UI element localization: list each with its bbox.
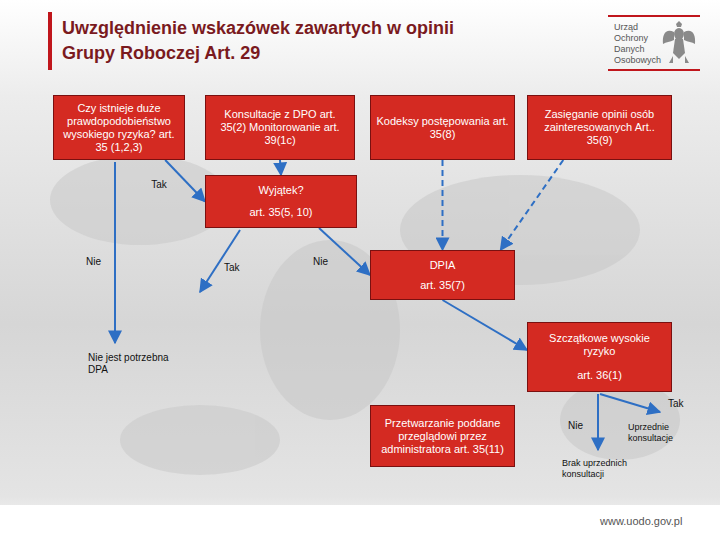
- title-bar: [48, 12, 52, 70]
- process-box: Czy istnieje duże prawdopodobieństwo wys…: [53, 95, 185, 160]
- branch-label: Nie: [86, 256, 101, 268]
- outcome-note: Uprzednie konsultacje: [628, 422, 700, 444]
- branch-label: Tak: [668, 398, 684, 410]
- flow-arrow: [442, 160, 444, 250]
- branch-label: Tak: [224, 262, 240, 274]
- branch-arrow: [600, 394, 660, 412]
- box-text: art. 35(5, 10): [211, 206, 351, 219]
- flow-arrow: [443, 300, 528, 350]
- box-text: Kodeksy postępowania art. 35(8): [376, 115, 509, 141]
- logo-rule: [608, 15, 700, 17]
- eagle-emblem: [663, 21, 695, 63]
- box-text: Zasięganie opinii osób zainteresowanych …: [533, 108, 666, 147]
- outcome-note: Brak uprzednich konsultacji: [562, 458, 647, 480]
- box-text: Przetwarzanie poddane przeglądowi przez …: [376, 417, 509, 456]
- box-text: Konsultacje z DPO art. 35(2) Monitorowan…: [211, 108, 349, 147]
- branch-arrow: [200, 230, 240, 292]
- branch-arrow: [114, 162, 116, 343]
- flow-arrow: [165, 160, 205, 202]
- flow-arrow: [280, 160, 281, 175]
- flow-arrow: [501, 160, 564, 250]
- process-box: Konsultacje z DPO art. 35(2) Monitorowan…: [205, 95, 355, 160]
- flow-arrow: [319, 228, 370, 275]
- box-text: art. 36(1): [533, 369, 666, 382]
- slide-title: Uwzględnienie wskazówek zawartych w opin…: [62, 16, 482, 66]
- process-box: DPIA art. 35(7): [370, 250, 515, 300]
- branch-label: Nie: [568, 420, 583, 432]
- logo-text: Urząd Ochrony Danych Osobowych: [614, 22, 664, 66]
- box-text: Szczątkowe wysokie ryzyko: [533, 332, 666, 358]
- footer-url: www.uodo.gov.pl: [600, 515, 682, 528]
- edge-label: Tak: [151, 179, 167, 191]
- box-text: DPIA: [376, 259, 509, 272]
- footer-band: [0, 505, 720, 540]
- process-box: Wyjątek? art. 35(5, 10): [205, 175, 357, 228]
- process-box: Szczątkowe wysokie ryzyko art. 36(1): [527, 322, 672, 392]
- branch-arrow: [597, 394, 599, 450]
- edge-label: Nie: [313, 256, 328, 268]
- process-box: Zasięganie opinii osób zainteresowanych …: [527, 95, 672, 160]
- box-text: Czy istnieje duże prawdopodobieństwo wys…: [59, 102, 179, 154]
- box-text: art. 35(7): [376, 279, 509, 292]
- map-blobs: [50, 155, 680, 475]
- outcome-note: Nie jest potrzebna DPA: [88, 352, 173, 376]
- box-text: Wyjątek?: [211, 184, 351, 197]
- process-box: Kodeksy postępowania art. 35(8): [370, 95, 515, 160]
- logo-rule: [608, 69, 700, 71]
- process-box: Przetwarzanie poddane przeglądowi przez …: [370, 405, 515, 467]
